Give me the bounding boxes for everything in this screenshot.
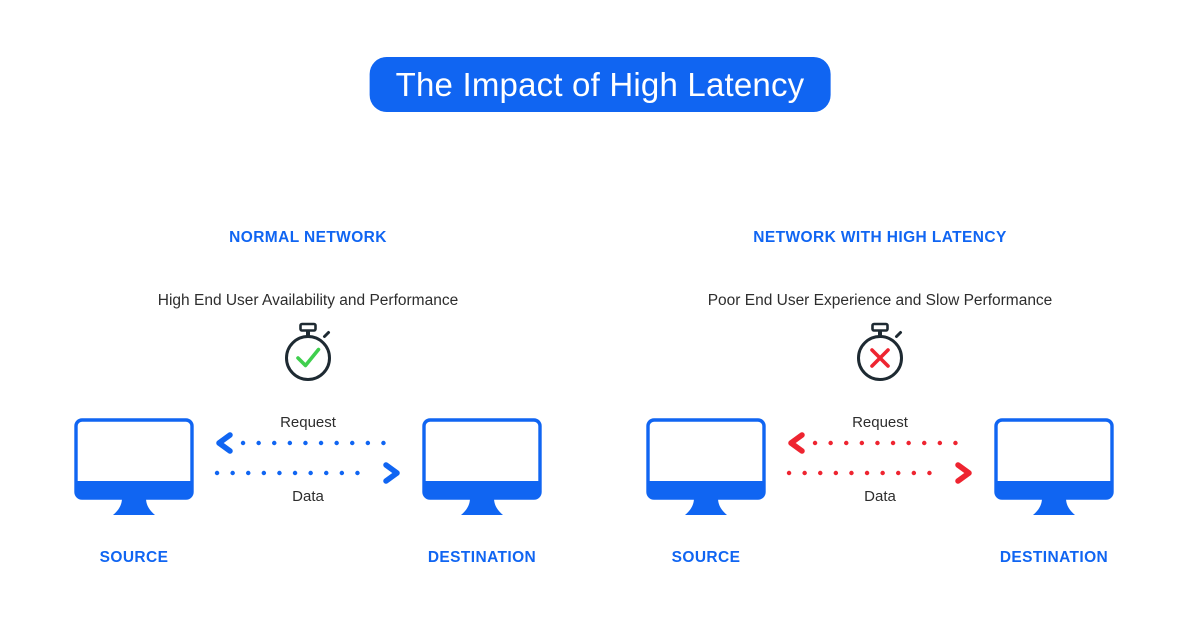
request-label: Request [852, 414, 908, 431]
source-label: SOURCE [99, 549, 169, 566]
stopwatch-cross-icon [620, 322, 1140, 384]
panel-header: NORMAL NETWORK [229, 229, 387, 246]
panel-normal-network: NORMAL NETWORK High End User Availabilit… [48, 210, 568, 590]
source-endpoint: SOURCE [74, 418, 194, 567]
page-title: The Impact of High Latency [395, 66, 805, 103]
request-data-arrows [214, 432, 402, 484]
diagram-row: SOURCE Request Data DESTINATION [620, 414, 1140, 567]
destination-label: DESTINATION [427, 549, 537, 566]
monitor-icon [74, 418, 194, 523]
stopwatch-check-icon [48, 322, 568, 384]
monitor-icon [646, 418, 766, 523]
arrows-block: Request Data [213, 413, 403, 506]
data-label: Data [292, 488, 324, 505]
request-data-arrows [786, 432, 974, 484]
data-label: Data [864, 488, 896, 505]
panel-high-latency-network: NETWORK WITH HIGH LATENCY Poor End User … [620, 210, 1140, 590]
diagram-row: SOURCE Request Data DESTINATION [48, 414, 568, 567]
source-label: SOURCE [671, 549, 741, 566]
destination-endpoint: DESTINATION [422, 418, 542, 567]
panel-subtitle: High End User Availability and Performan… [157, 292, 459, 309]
destination-endpoint: DESTINATION [994, 418, 1114, 567]
panel-header: NETWORK WITH HIGH LATENCY [753, 229, 1007, 246]
destination-label: DESTINATION [999, 549, 1109, 566]
request-label: Request [280, 414, 336, 431]
title-pill: The Impact of High Latency [369, 57, 831, 112]
source-endpoint: SOURCE [646, 418, 766, 567]
monitor-icon [422, 418, 542, 523]
arrows-block: Request Data [785, 413, 975, 506]
monitor-icon [994, 418, 1114, 523]
panel-subtitle: Poor End User Experience and Slow Perfor… [707, 292, 1053, 309]
